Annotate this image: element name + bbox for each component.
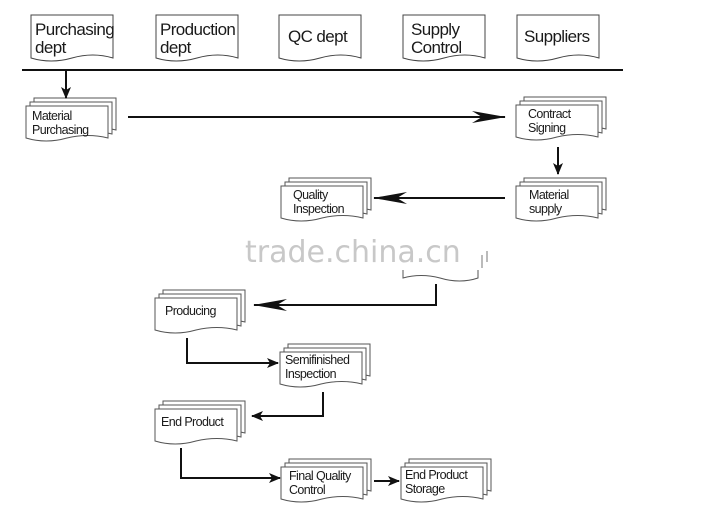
node-end-product-storage-line2: Storage — [405, 482, 445, 496]
dept-qc: QC dept — [278, 14, 362, 62]
node-material-supply-line1: Material — [529, 188, 569, 202]
node-contract-signing-line2: Signing — [528, 121, 566, 135]
node-producing-line1: Producing — [165, 304, 217, 318]
node-final-qc-line2: Control — [289, 483, 325, 497]
node-end-product-storage-line1: End Product — [405, 468, 468, 482]
node-end-product-storage: End Product Storage — [400, 458, 492, 503]
arrow-producing-to-semifinished — [186, 338, 279, 368]
node-quality-inspection: Quality Inspection — [280, 177, 372, 222]
node-quality-inspection-line1: Quality — [293, 188, 329, 202]
node-contract-signing-line1: Contract — [528, 107, 572, 121]
node-semifinished-line2: Inspection — [285, 367, 337, 381]
dept-production: Production dept — [155, 14, 239, 62]
node-producing: Producing — [154, 289, 246, 334]
dept-production-line2: dept — [160, 38, 192, 57]
dept-supply-line2: Control — [411, 38, 462, 57]
node-material-supply: Material supply — [515, 177, 607, 222]
arrow-end-product-to-final-qc — [180, 448, 281, 483]
dept-suppliers: Suppliers — [516, 14, 600, 62]
node-end-product: End Product — [154, 400, 246, 445]
dept-supply-control: Supply Control — [402, 14, 486, 62]
dept-purchasing-line2: dept — [35, 38, 67, 57]
node-material-purchasing-line2: Purchasing — [32, 123, 89, 137]
node-final-qc-line1: Final Quality — [289, 469, 352, 483]
node-final-quality-control: Final Quality Control — [280, 458, 372, 503]
node-semifinished-line1: Semifinished — [285, 353, 350, 367]
dept-qc-line1: QC dept — [288, 27, 348, 46]
dept-suppliers-line1: Suppliers — [524, 27, 590, 46]
node-quality-inspection-line2: Inspection — [293, 202, 345, 216]
dept-supply-line1: Supply — [411, 20, 460, 39]
node-end-product-line1: End Product — [161, 415, 224, 429]
node-material-purchasing: Material Purchasing — [25, 97, 117, 142]
hidden-document — [402, 251, 488, 282]
dept-purchasing: Purchasing dept — [30, 14, 115, 62]
node-contract-signing: Contract Signing — [515, 96, 607, 141]
node-material-purchasing-line1: Material — [32, 109, 72, 123]
dept-production-line1: Production — [160, 20, 235, 39]
dept-purchasing-line1: Purchasing — [35, 20, 114, 39]
node-material-supply-line2: supply — [529, 202, 563, 216]
watermark: trade.china.cn — [245, 235, 461, 270]
node-semifinished-inspection: Semifinished Inspection — [279, 343, 371, 388]
arrow-semifinished-to-end-product — [251, 392, 324, 421]
arrow-to-producing — [253, 284, 437, 311]
